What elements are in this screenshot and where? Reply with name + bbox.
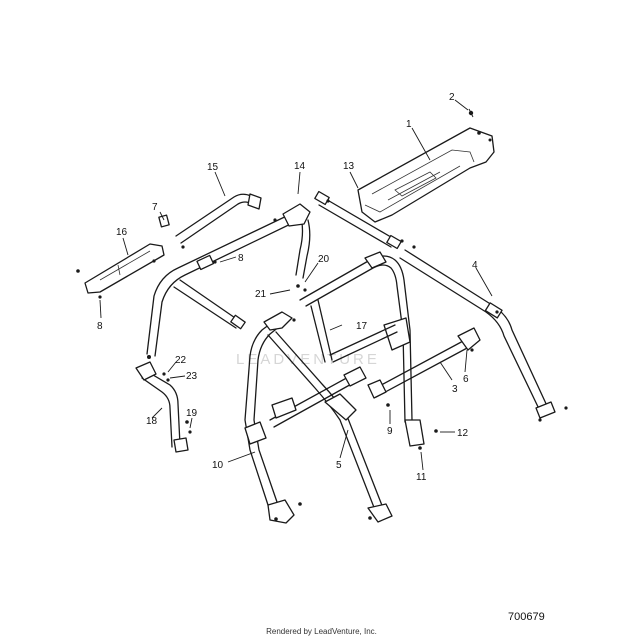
callout-8a: 8 (238, 253, 244, 264)
part-clip (158, 214, 185, 249)
part-rear-support (135, 361, 189, 453)
callout-2: 2 (449, 92, 455, 103)
part-rear-crossbar (367, 327, 481, 399)
watermark-text: LEADVENTURE (236, 351, 380, 368)
callout-labels: 1 2 3 4 5 6 7 8 8 9 10 11 12 13 14 15 16… (97, 92, 478, 483)
callout-18: 18 (146, 416, 158, 427)
callout-9: 9 (387, 426, 393, 437)
part-floor-brackets (244, 366, 367, 445)
callout-5: 5 (336, 460, 342, 471)
part-roof-crossbar (175, 193, 262, 244)
figure-id: 700679 (508, 611, 545, 623)
part-screw (468, 108, 474, 118)
callout-23: 23 (186, 371, 198, 382)
part-front-upright (244, 311, 302, 524)
callout-14: 14 (294, 161, 306, 172)
callout-1: 1 (406, 119, 412, 130)
callout-3: 3 (452, 384, 458, 395)
part-dash-panel (357, 127, 495, 223)
callout-11: 11 (416, 472, 427, 483)
part-front-roof-hoop (146, 203, 311, 359)
callout-20: 20 (318, 254, 330, 265)
footer-credit: Rendered by LeadVenture, Inc. (266, 627, 377, 636)
callout-7: 7 (152, 202, 158, 213)
callout-15: 15 (207, 162, 219, 173)
callout-21: 21 (255, 289, 267, 300)
callout-17: 17 (356, 321, 368, 332)
callout-12: 12 (457, 428, 469, 439)
callout-19: 19 (186, 408, 198, 419)
part-left-bracket (76, 243, 165, 299)
callout-10: 10 (212, 460, 224, 471)
part-center-hoop (269, 251, 438, 447)
callout-16: 16 (116, 227, 128, 238)
leader-lines (99, 99, 493, 471)
part-upper-side-tube (314, 190, 416, 250)
callout-22: 22 (175, 355, 187, 366)
part-rear-side-tube (399, 249, 568, 422)
callout-6: 6 (463, 374, 469, 385)
callout-4: 4 (472, 260, 478, 271)
callout-8b: 8 (97, 321, 103, 332)
callout-13: 13 (343, 161, 355, 172)
part-fasteners (162, 284, 474, 450)
